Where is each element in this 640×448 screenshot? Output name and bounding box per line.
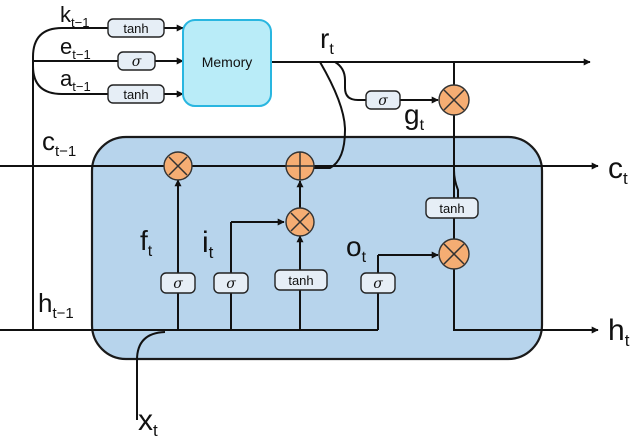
multiply-icon <box>438 84 470 116</box>
multiply-icon <box>163 151 193 181</box>
sigmoid-gate-o: σ <box>360 272 396 294</box>
tanh-gate-candidate: tanh <box>274 269 328 291</box>
svg-text:σ: σ <box>378 93 388 109</box>
r-to-add-wire <box>312 61 347 169</box>
multiply-icon <box>438 238 470 270</box>
label-k-prev: kt−1 <box>60 2 89 30</box>
label-a-prev: at−1 <box>60 66 91 94</box>
memory-label: Memory <box>202 54 253 70</box>
label-x-t: xt <box>138 404 158 440</box>
label-o-t: ot <box>346 231 367 266</box>
label-h-prev: ht−1 <box>38 288 74 322</box>
label-c-t: ct <box>608 152 628 188</box>
label-e-prev: et−1 <box>60 34 91 62</box>
sigmoid-gate-i: σ <box>213 272 249 294</box>
x-input-wire <box>136 331 166 420</box>
label-i-t: it <box>202 226 214 262</box>
h-out-wire <box>453 268 599 334</box>
memory-block <box>182 19 272 107</box>
svg-text:σ: σ <box>173 276 183 292</box>
tanh-gate-a: tanh <box>107 84 165 104</box>
svg-text:tanh: tanh <box>439 201 464 216</box>
label-h-t: ht <box>608 314 630 350</box>
r-branch-wire <box>334 61 366 101</box>
tanh-gate-k: tanh <box>107 18 165 38</box>
label-f-t: ft <box>140 225 153 260</box>
svg-text:tanh: tanh <box>288 273 313 288</box>
svg-text:tanh: tanh <box>123 87 148 102</box>
svg-text:σ: σ <box>132 54 142 70</box>
svg-text:σ: σ <box>373 276 383 292</box>
sigmoid-gate-f: σ <box>160 272 196 294</box>
svg-text:tanh: tanh <box>123 21 148 36</box>
label-r-t: rt <box>320 23 334 58</box>
label-g-t: gt <box>404 99 425 134</box>
add-icon <box>285 151 315 181</box>
a-input-wire <box>32 65 108 95</box>
label-c-prev: ct−1 <box>42 126 76 160</box>
multiply-icon <box>285 207 315 237</box>
tanh-gate-cell-output: tanh <box>425 197 479 219</box>
svg-text:σ: σ <box>226 276 236 292</box>
k-input-wire <box>32 27 108 58</box>
sigmoid-gate-g: σ <box>365 90 401 110</box>
lstm-cell-box <box>90 135 544 361</box>
sigmoid-gate-e: σ <box>117 51 156 71</box>
